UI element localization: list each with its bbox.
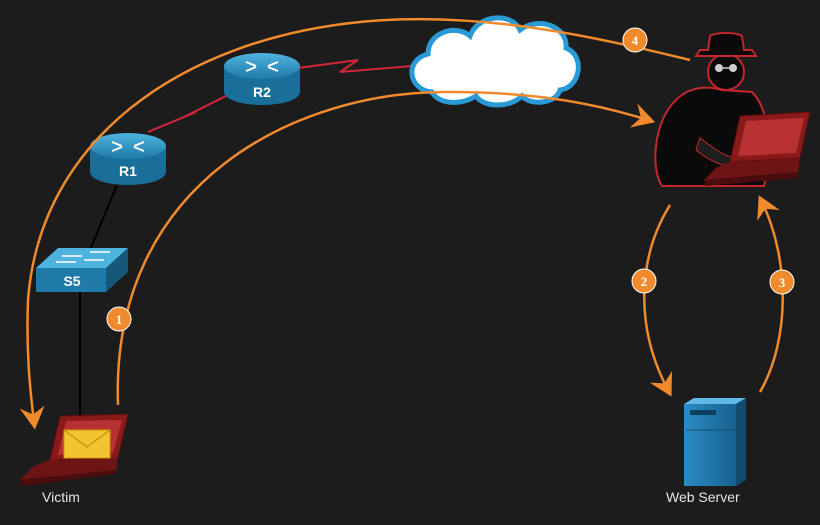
- router-r1-label: R1: [119, 163, 137, 179]
- arrow-step-2: [643, 204, 672, 397]
- arrow-step-4: [19, 17, 691, 430]
- glasses-icon: [715, 64, 737, 72]
- web-server-label: Web Server: [666, 489, 740, 505]
- router-r1[interactable]: R1: [90, 133, 166, 185]
- step-number: 4: [632, 33, 639, 48]
- wan-link-r1-r2: [147, 92, 233, 133]
- arrow-step-1: [116, 90, 656, 406]
- victim-label: Victim: [42, 489, 80, 505]
- arrow-step-3: [757, 195, 784, 393]
- router-arrows-icon: [245, 61, 279, 72]
- step-badge-1: 1: [106, 306, 132, 332]
- step-badge-2: 2: [631, 268, 657, 294]
- switch-s5[interactable]: S5: [36, 248, 128, 292]
- step-number: 1: [116, 312, 123, 327]
- cloud-icon: [409, 15, 581, 108]
- switch-s5-label: S5: [63, 273, 80, 289]
- step-number: 3: [779, 275, 786, 290]
- router-arrows-icon: [111, 141, 145, 152]
- router-r2-label: R2: [253, 84, 271, 100]
- step-number: 2: [641, 274, 648, 289]
- switch-arrows-icon: [56, 251, 110, 263]
- hacker-laptop-icon[interactable]: [654, 32, 811, 187]
- step-badge-3: 3: [769, 269, 795, 295]
- wan-link-r2-cloud: [297, 59, 413, 73]
- link-r1-s5: [89, 184, 118, 251]
- step-badge-4: 4: [622, 27, 648, 53]
- server-icon[interactable]: [684, 398, 746, 486]
- envelope-icon: [63, 429, 111, 459]
- router-r2[interactable]: R2: [224, 53, 300, 105]
- laptop-email-icon[interactable]: [20, 413, 129, 486]
